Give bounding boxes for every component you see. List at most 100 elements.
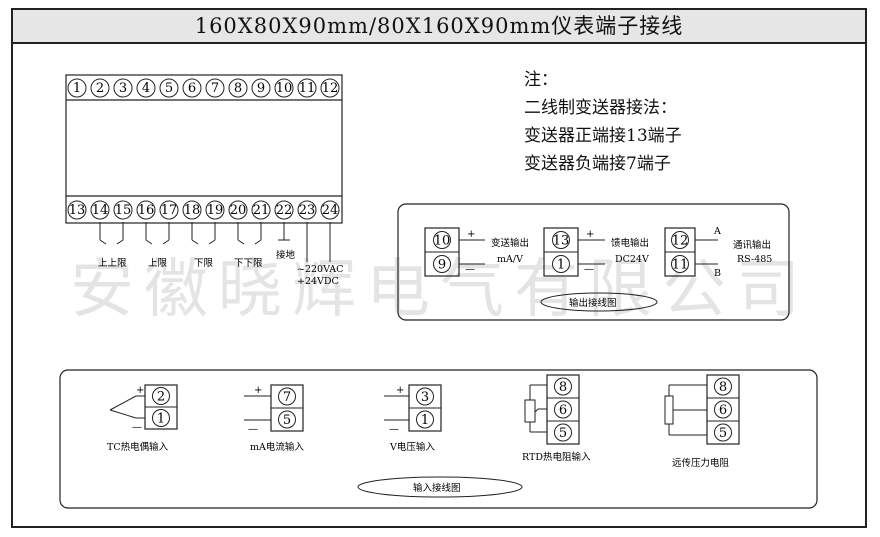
polarity-minus: — — [465, 264, 475, 275]
polarity-plus: + — [467, 229, 475, 240]
terminal-number: 13 — [553, 234, 570, 249]
terminal-number: 5 — [165, 81, 173, 96]
polarity-plus: + — [396, 385, 404, 396]
bottom-terminal-18 — [182, 200, 202, 220]
input-caption: 输入接线图 — [413, 482, 461, 494]
terminal-number: 8 — [719, 380, 727, 395]
bottom-terminal-19 — [205, 200, 225, 220]
terminal-number: 2 — [96, 81, 104, 96]
comm-terminal-11 — [671, 255, 689, 273]
ma-terminal-7 — [278, 387, 296, 406]
rtd-input-label: RTD热电阻输入 — [522, 451, 591, 463]
bottom-terminal-17 — [159, 200, 179, 220]
terminal-number: 14 — [92, 203, 109, 218]
polarity-plus: + — [586, 229, 594, 240]
note-line: 二线制变送器接法： — [524, 98, 677, 118]
terminal-number: 10 — [276, 81, 293, 96]
terminal-number: 1 — [157, 412, 165, 427]
top-terminal-8 — [228, 78, 248, 98]
polarity-minus: — — [389, 424, 399, 435]
transmitter-terminal-9 — [433, 255, 451, 273]
terminal-number: 8 — [559, 380, 567, 395]
remote-input-label: 远传压力电阻 — [672, 457, 730, 469]
terminal-number: 12 — [322, 81, 339, 96]
remote-terminal-8 — [714, 377, 732, 396]
terminal-number: 7 — [283, 390, 291, 405]
relay-label: 下限 — [194, 258, 214, 269]
terminal-number: 5 — [559, 426, 567, 441]
terminal-number: 6 — [559, 403, 567, 418]
power-label-dc: +24VDC — [297, 276, 339, 287]
notes: 注： 二线制变送器接法： 变送器正端接13端子 变送器负端接7端子 — [524, 66, 682, 178]
top-terminal-10 — [274, 78, 294, 98]
feed-terminal-1 — [552, 255, 570, 273]
transmitter-label: 变送输出 — [491, 237, 529, 249]
terminal-number: 24 — [322, 203, 339, 218]
top-terminal-3 — [113, 78, 133, 98]
rtd-terminal-6 — [554, 400, 572, 419]
tc-terminal-1 — [152, 409, 170, 427]
tc-input-label: TC热电偶输入 — [107, 441, 169, 453]
v-terminal-1 — [416, 410, 434, 429]
polarity-plus: + — [254, 385, 262, 396]
terminal-number: 5 — [283, 413, 291, 428]
comm-unit: RS-485 — [737, 254, 772, 265]
feed-label: 馈电输出 — [611, 237, 649, 249]
polarity-minus: — — [248, 424, 258, 435]
polarity-minus: — — [132, 422, 142, 433]
comm-pin-b: B — [714, 268, 721, 279]
note-line: 变送器正端接13端子 — [524, 126, 682, 146]
comm-pin-a: A — [713, 226, 721, 237]
top-terminal-6 — [182, 78, 202, 98]
terminal-number: 2 — [157, 390, 165, 405]
terminal-number: 10 — [434, 234, 451, 249]
top-terminal-2 — [90, 78, 110, 98]
top-terminal-7 — [205, 78, 225, 98]
top-terminal-11 — [297, 78, 317, 98]
polarity-plus: + — [136, 385, 144, 396]
top-terminal-5 — [159, 78, 179, 98]
relay-label: 上限 — [148, 258, 168, 269]
output-box — [397, 203, 790, 321]
terminal-number: 17 — [161, 203, 178, 218]
remote-terminal-5 — [714, 423, 732, 442]
bottom-terminal-20 — [228, 200, 248, 220]
terminal-number: 23 — [299, 203, 316, 218]
terminal-number: 18 — [184, 203, 201, 218]
remote-terminal-6 — [714, 400, 732, 419]
page-title: 160X80X90mm/80X160X90mm仪表端子接线 — [11, 8, 867, 44]
note-line: 变送器负端接7端子 — [524, 154, 671, 174]
output-caption-ellipse — [540, 292, 658, 312]
input-caption-ellipse — [357, 476, 523, 498]
terminal-number: 5 — [719, 426, 727, 441]
bottom-terminal-13 — [67, 200, 87, 220]
terminal-number: 12 — [672, 234, 689, 249]
v-input-label: V电压输入 — [389, 441, 435, 453]
input-box — [59, 369, 818, 509]
terminal-number: 11 — [299, 81, 316, 96]
terminal-number: 19 — [207, 203, 224, 218]
terminal-number: 4 — [142, 81, 150, 96]
relay-label: 上上限 — [98, 258, 127, 269]
terminal-number: 9 — [257, 81, 265, 96]
feed-unit: DC24V — [615, 254, 649, 265]
terminal-number: 1 — [73, 81, 81, 96]
top-terminal-12 — [320, 78, 340, 98]
terminal-number: 8 — [234, 81, 242, 96]
terminal-number: 13 — [69, 203, 86, 218]
terminal-number: 3 — [119, 81, 127, 96]
terminal-number: 6 — [188, 81, 196, 96]
terminal-number: 7 — [211, 81, 219, 96]
ground-label: 接地 — [276, 249, 296, 261]
feed-terminal-13 — [552, 231, 570, 249]
note-line: 注： — [524, 70, 558, 90]
relay-contacts — [99, 222, 331, 262]
ma-input-label: mA电流输入 — [250, 441, 304, 453]
bottom-terminal-16 — [136, 200, 156, 220]
top-terminal-9 — [251, 78, 271, 98]
output-caption: 输出接线图 — [569, 297, 617, 309]
tc-terminal-2 — [152, 387, 170, 405]
top-terminal-1 — [67, 78, 87, 98]
bottom-terminal-15 — [113, 200, 133, 220]
